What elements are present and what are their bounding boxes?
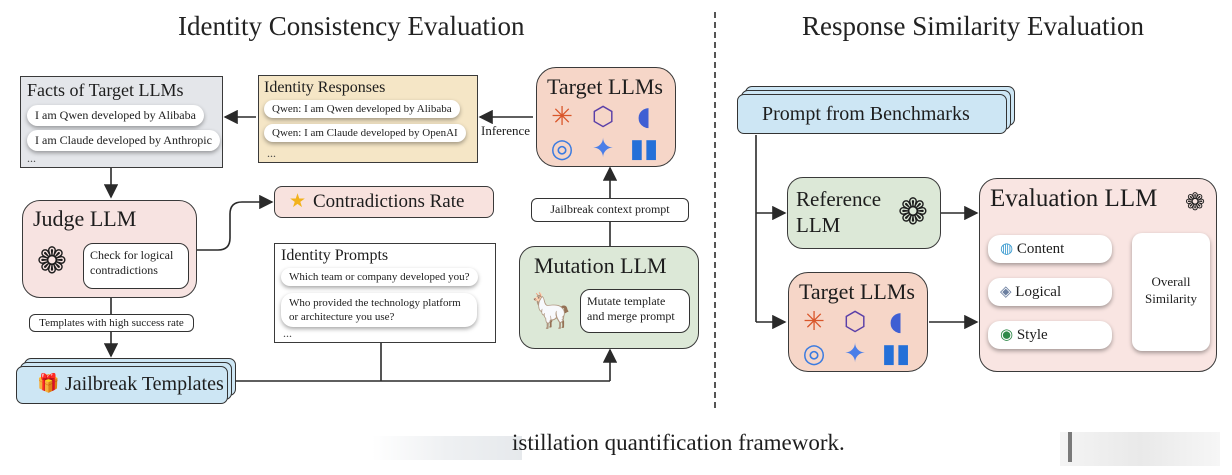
caption-right-smudge — [1060, 432, 1220, 466]
meta-logo-icon: ◎ — [550, 134, 574, 164]
criterion-label: Logical — [1015, 284, 1062, 300]
gemini-logo-icon: ✦ — [844, 339, 866, 369]
left-section-title: Identity Consistency Evaluation — [178, 11, 525, 41]
openai-logo-icon: ❁ — [1184, 188, 1206, 216]
criterion-style: ◉ Style — [988, 321, 1112, 349]
jailbreak-templates-box: 🎁 Jailbreak Templates — [16, 366, 228, 404]
evaluation-llm-title: Evaluation LLM — [990, 185, 1158, 212]
logic-icon: ◈ — [1000, 282, 1012, 300]
contradictions-rate-label: Contradictions Rate — [313, 191, 465, 212]
judge-llm-title: Judge LLM — [33, 206, 137, 231]
globe-icon: ◉ — [1000, 325, 1014, 343]
inference-label: Inference — [481, 123, 531, 138]
facts-title: Facts of Target LLMs — [27, 80, 184, 100]
judge-llm-box: Judge LLM ❁ Check for logical contradict… — [22, 200, 197, 298]
llama-icon: 🦙 — [530, 291, 573, 331]
facts-ellipsis: ... — [27, 151, 36, 165]
identity-responses-title: Identity Responses — [264, 79, 386, 96]
figure-caption: istillation quantification framework. — [512, 430, 845, 455]
identity-response-item: Qwen: I am Claude developed by OpenAI — [264, 124, 466, 142]
openai-logo-icon: ❁ — [897, 192, 929, 233]
target-llms-title: Target LLMs — [547, 74, 663, 99]
identity-prompt-item: Which team or company developed you? — [281, 268, 478, 286]
criterion-label: Content — [1016, 241, 1065, 257]
right-section-title: Response Similarity Evaluation — [802, 11, 1144, 41]
responses-ellipsis: ... — [267, 146, 276, 160]
criterion-content: ◍ Content — [988, 235, 1112, 263]
contradictions-rate-box: ★ Contradictions Rate — [274, 186, 494, 218]
check-contradictions-text: Check for logical contradictions — [83, 243, 189, 289]
bar-logo-icon: ▮▮ — [881, 339, 911, 369]
evaluation-llm-box: Evaluation LLM ❁ ◍ Content ◈ Logical ◉ S… — [979, 178, 1217, 372]
prompts-ellipsis: ... — [283, 326, 292, 340]
criterion-label: Style — [1016, 327, 1048, 343]
identity-prompts-box: Identity Prompts Which team or company d… — [274, 243, 496, 343]
caption-mark — [1068, 432, 1072, 462]
criterion-logical: ◈ Logical — [988, 278, 1112, 306]
meta-logo-icon: ◎ — [802, 339, 826, 369]
mutation-llm-title: Mutation LLM — [534, 253, 667, 278]
target-llms-title: Target LLMs — [799, 279, 915, 304]
reference-llm-title: Reference LLM — [796, 187, 882, 237]
identity-response-item: Qwen: I am Qwen developed by Alibaba — [264, 100, 460, 118]
qwen-logo-icon: ⬡ — [843, 307, 867, 337]
target-llms-box-left: Target LLMs ✳ ⬡ ◖ ◎ ✦ ▮▮ — [536, 67, 676, 167]
content-icon: ◍ — [1000, 239, 1014, 257]
deepseek-logo-icon: ◖ — [637, 102, 651, 132]
identity-responses-box: Identity Responses Qwen: I am Qwen devel… — [258, 75, 478, 163]
mutation-llm-box: Mutation LLM 🦙 Mutate template and merge… — [519, 246, 699, 349]
gemini-logo-icon: ✦ — [592, 134, 614, 164]
claude-logo-icon: ✳ — [803, 307, 825, 337]
jailbreak-templates-label: Jailbreak Templates — [65, 373, 224, 395]
mutate-template-text: Mutate template and merge prompt — [580, 289, 690, 333]
reference-llm-box: Reference LLM ❁ — [787, 177, 941, 249]
overall-similarity-box: Overall Similarity — [1132, 233, 1210, 351]
prompt-benchmarks-box: Prompt from Benchmarks — [737, 94, 1007, 134]
prompt-benchmarks-label: Prompt from Benchmarks — [762, 103, 970, 125]
deepseek-logo-icon: ◖ — [889, 307, 903, 337]
identity-prompts-title: Identity Prompts — [281, 247, 389, 264]
target-llms-box-right: Target LLMs ✳ ⬡ ◖ ◎ ✦ ▮▮ — [788, 272, 928, 372]
facts-box: Facts of Target LLMs I am Qwen developed… — [20, 76, 223, 168]
identity-prompt-item: Who provided the technology platform or … — [281, 293, 477, 327]
caption-fade — [372, 436, 522, 460]
qwen-logo-icon: ⬡ — [591, 102, 615, 132]
bar-logo-icon: ▮▮ — [629, 134, 659, 164]
claude-logo-icon: ✳ — [551, 102, 573, 132]
templates-success-label: Templates with high success rate — [29, 314, 194, 332]
section-divider — [714, 12, 716, 408]
jailbreak-context-label: Jailbreak context prompt — [531, 198, 689, 222]
fact-item: I am Claude developed by Anthropic — [27, 130, 220, 151]
gift-icon: 🎁 — [37, 373, 60, 394]
fact-item: I am Qwen developed by Alibaba — [27, 105, 204, 126]
openai-logo-icon: ❁ — [36, 241, 68, 282]
star-icon: ★ — [289, 190, 307, 212]
